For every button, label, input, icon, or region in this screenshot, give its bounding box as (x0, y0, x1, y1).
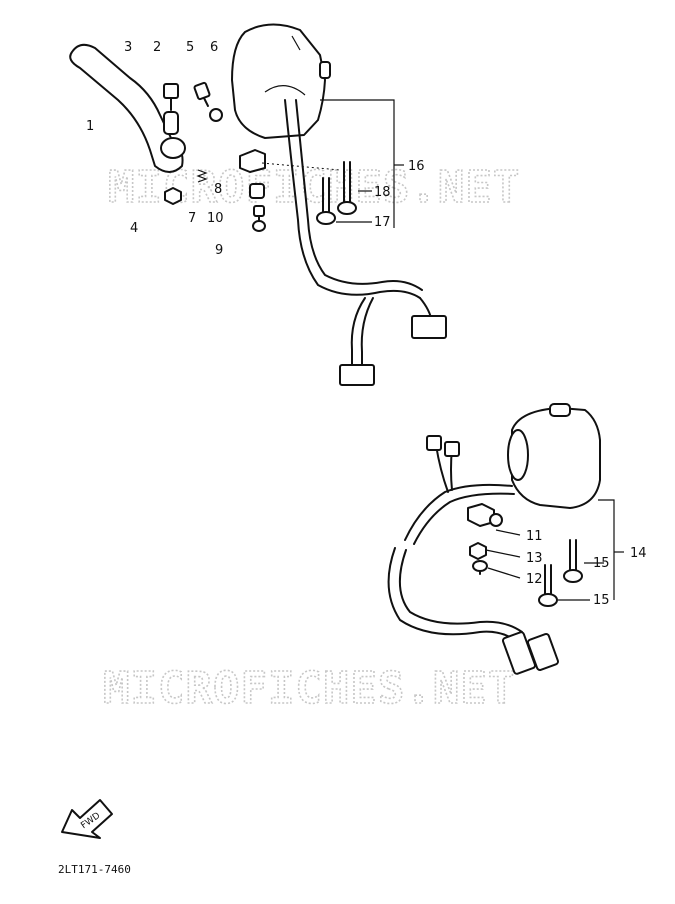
watermark-bottom: MICROFICHES.NET (103, 663, 515, 714)
callout-3: 3 (124, 40, 132, 55)
lever-part (69, 43, 186, 173)
callout-11: 11 (526, 529, 543, 544)
right-switch-housing (507, 403, 601, 509)
fwd-arrow-icon: FWD (61, 799, 113, 839)
callout-16: 16 (408, 159, 425, 174)
right-wire-harness (387, 435, 559, 675)
callout-4: 4 (130, 221, 138, 236)
callout-13: 13 (526, 551, 543, 566)
screws-right (485, 499, 624, 607)
callout-14: 14 (630, 546, 647, 561)
callout-8: 8 (214, 182, 222, 197)
callout-15b: 15 (593, 593, 610, 608)
callout-12: 12 (526, 572, 543, 587)
callout-9: 9 (215, 243, 223, 258)
screws-left (261, 99, 404, 228)
callout-7: 7 (188, 211, 196, 226)
left-switch-housing (231, 23, 331, 139)
left-wire-harness (284, 99, 447, 386)
callout-18: 18 (374, 185, 391, 200)
callout-17: 17 (374, 215, 391, 230)
lever-hardware (163, 81, 266, 232)
diagram-code: 2LT171-7460 (58, 863, 131, 876)
callout-15a: 15 (593, 556, 610, 571)
callout-1: 1 (86, 119, 94, 134)
callout-6: 6 (210, 40, 218, 55)
callout-5: 5 (186, 40, 194, 55)
callout-10: 10 (207, 211, 224, 226)
callout-2: 2 (153, 40, 161, 55)
